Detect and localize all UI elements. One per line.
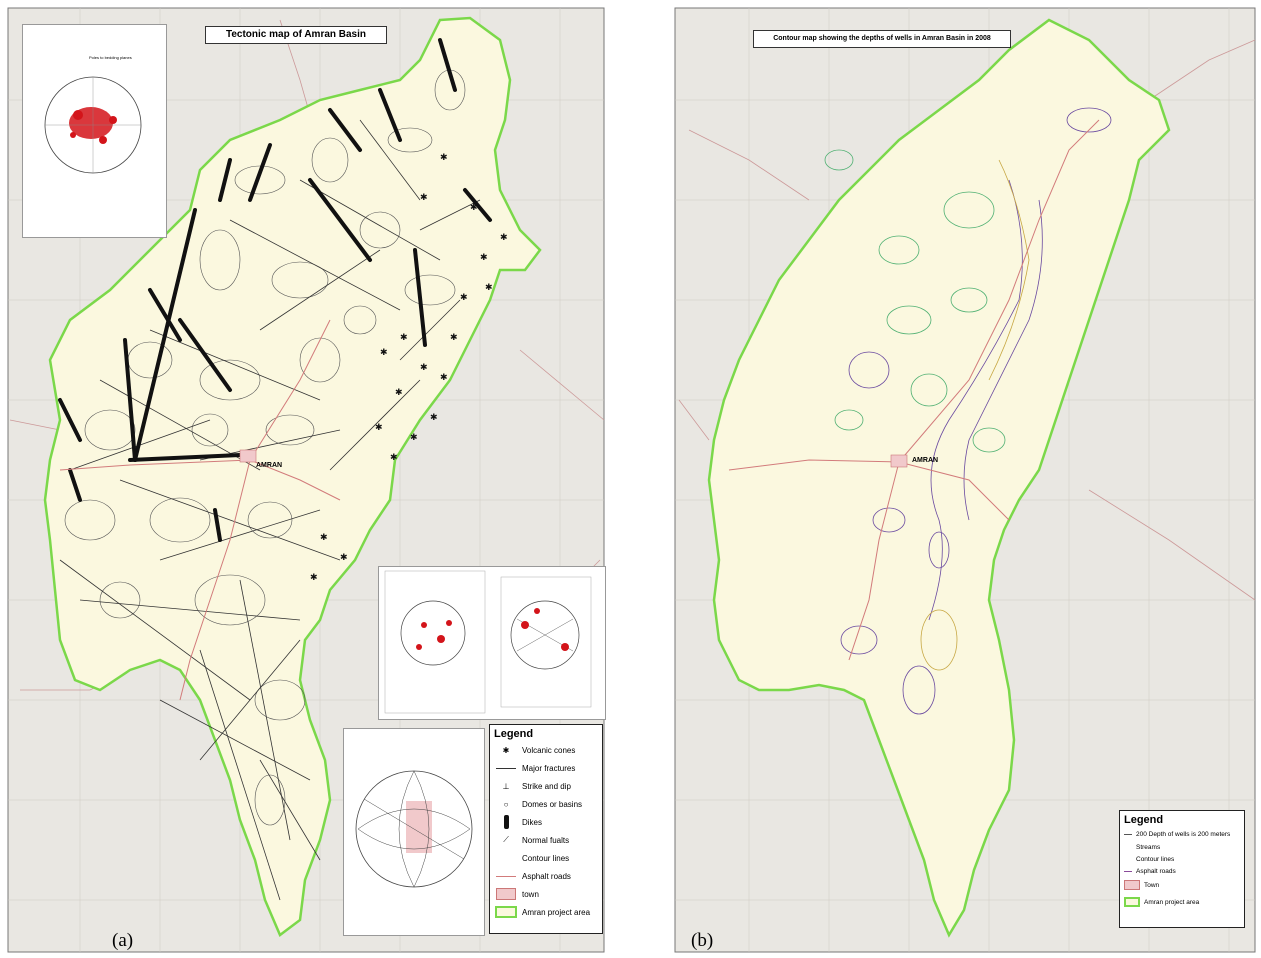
project-area-icon: [1124, 895, 1140, 909]
depth-line-icon: [1124, 827, 1132, 841]
road-symbol-icon: [494, 869, 518, 883]
dike-symbol-icon: [494, 815, 518, 829]
legend-a: Legend ✱ Volcanic cones Major fractures ⊥…: [489, 724, 603, 934]
map-panel-a: ✱ ✱ ✱ ✱ ✱ ✱ ✱ ✱ ✱ ✱ ✱ ✱ ✱ ✱ ✱ ✱ ✱ ✱ ✱ ✱ Tectonic map …: [0, 0, 612, 958]
legend-item: ○ Domes or basins: [490, 795, 602, 813]
legend-b-heading: Legend: [1124, 814, 1164, 826]
svg-text:✱: ✱: [310, 573, 318, 583]
legend-item: ⟋ Normal fualts: [490, 831, 602, 849]
legend-label: Contour lines: [522, 853, 570, 863]
legend-item: Contour lines: [1120, 853, 1244, 865]
legend-item: ⊥ Strike and dip: [490, 777, 602, 795]
legend-label: Domes or basins: [522, 799, 583, 809]
dome-symbol-icon: ○: [503, 799, 509, 809]
town-symbol-icon: [494, 887, 518, 901]
contour-lines-yellow: [920, 159, 1030, 671]
poles-inset-title: Poles to bedding planes: [89, 55, 132, 60]
amran-basin-area-b: [707, 18, 1171, 938]
town-icon: [1124, 878, 1140, 892]
legend-item: Asphalt roads: [490, 867, 602, 885]
amran-town-area: [239, 449, 257, 463]
svg-text:✱: ✱: [450, 333, 458, 343]
legend-item: Dikes: [490, 813, 602, 831]
fault-dike-stereonets: [384, 570, 592, 714]
contour-lines-purple: [840, 107, 1112, 715]
map-panel-b: Contour map showing the depths of wells …: [669, 0, 1261, 958]
legend-label: town: [522, 889, 539, 899]
svg-text:✱: ✱: [470, 203, 478, 213]
svg-text:✱: ✱: [420, 363, 428, 373]
legend-label: Town: [1144, 881, 1160, 889]
legend-item: Amran project area: [1120, 893, 1244, 911]
normal-fault-symbol-icon: ⟋: [503, 835, 509, 844]
tectonic-map-canvas: ✱ ✱ ✱ ✱ ✱ ✱ ✱ ✱ ✱ ✱ ✱ ✱ ✱ ✱ ✱ ✱ ✱ ✱ ✱ ✱: [7, 7, 605, 953]
strike-stereonet: [355, 770, 473, 888]
svg-text:✱: ✱: [400, 333, 408, 343]
legend-a-heading: Legend: [494, 728, 534, 740]
svg-text:✱: ✱: [440, 153, 448, 163]
legend-label: Streams: [1136, 843, 1161, 851]
legend-label: Amran project area: [522, 907, 591, 917]
legend-label: Contour lines: [1136, 855, 1175, 863]
legend-label: Major fractures: [522, 763, 576, 773]
legend-label: Asphalt roads: [522, 871, 571, 881]
map-a-title: Tectonic map of Amran Basin: [205, 26, 387, 44]
legend-b: Legend 200 Depth of wells is 200 meters …: [1119, 810, 1245, 928]
legend-item: Amran project area: [490, 903, 602, 921]
town-label-b: AMRAN: [912, 457, 939, 464]
volcano-symbol-icon: ✱: [502, 745, 510, 755]
legend-item: town: [490, 885, 602, 903]
fracture-symbol-icon: [494, 761, 518, 775]
panel-b-label: (b): [691, 930, 714, 951]
svg-text:✱: ✱: [320, 533, 328, 543]
poles-stereonet-inset: Poles to bedding planes: [22, 24, 167, 238]
svg-text:✱: ✱: [500, 233, 508, 243]
legend-label: Normal fualts: [522, 835, 570, 845]
svg-text:✱: ✱: [430, 413, 438, 423]
legend-item: Major fractures: [490, 759, 602, 777]
legend-item: Town: [1120, 877, 1244, 893]
svg-text:✱: ✱: [460, 293, 468, 303]
strike-dip-symbol-icon: ⊥: [502, 781, 510, 791]
svg-text:✱: ✱: [440, 373, 448, 383]
legend-label: Asphalt roads: [1136, 867, 1176, 875]
svg-text:✱: ✱: [340, 553, 348, 563]
contour-symbol-icon: [494, 851, 518, 865]
well-depth-map-canvas: [674, 7, 1256, 953]
road-icon: [1124, 864, 1132, 878]
volcanic-cones: ✱ ✱ ✱ ✱ ✱ ✱ ✱ ✱ ✱ ✱ ✱ ✱ ✱ ✱ ✱ ✱ ✱ ✱ ✱ ✱: [310, 153, 508, 583]
major-fractures: [59, 119, 481, 901]
domes-or-basins: [64, 69, 466, 826]
legend-item: 200 Depth of wells is 200 meters: [1120, 827, 1244, 841]
svg-text:✱: ✱: [420, 193, 428, 203]
legend-label: Strike and dip: [522, 781, 571, 791]
svg-text:✱: ✱: [380, 348, 388, 358]
map-b-title: Contour map showing the depths of wells …: [753, 30, 1011, 48]
fault-dike-insets: All major fault sets All dike sets: [378, 566, 606, 720]
legend-item: Asphalt roads: [1120, 865, 1244, 877]
poles-stereonet: [44, 76, 142, 174]
svg-text:✱: ✱: [395, 388, 403, 398]
town-label-a: AMRAN: [256, 462, 283, 469]
svg-text:✱: ✱: [485, 283, 493, 293]
svg-text:✱: ✱: [480, 253, 488, 263]
svg-text:✱: ✱: [375, 423, 383, 433]
svg-text:✱: ✱: [410, 433, 418, 443]
panel-a-label: (a): [112, 930, 134, 951]
legend-item: Streams: [1120, 841, 1244, 853]
legend-item: Contour lines: [490, 849, 602, 867]
legend-label: Dikes: [522, 817, 543, 827]
legend-label: Amran project area: [1144, 898, 1200, 906]
contour-lines-green: [824, 149, 1006, 453]
dikes: [58, 38, 492, 542]
legend-label: Volcanic cones: [522, 745, 576, 755]
amran-town-area-b: [890, 454, 908, 468]
regional-roads-b: [678, 39, 1256, 601]
legend-label: 200 Depth of wells is 200 meters: [1136, 830, 1231, 838]
strike-stereonet-inset: [343, 728, 485, 936]
svg-text:✱: ✱: [390, 453, 398, 463]
project-area-symbol-icon: [494, 905, 518, 919]
legend-item: ✱ Volcanic cones: [490, 741, 602, 759]
